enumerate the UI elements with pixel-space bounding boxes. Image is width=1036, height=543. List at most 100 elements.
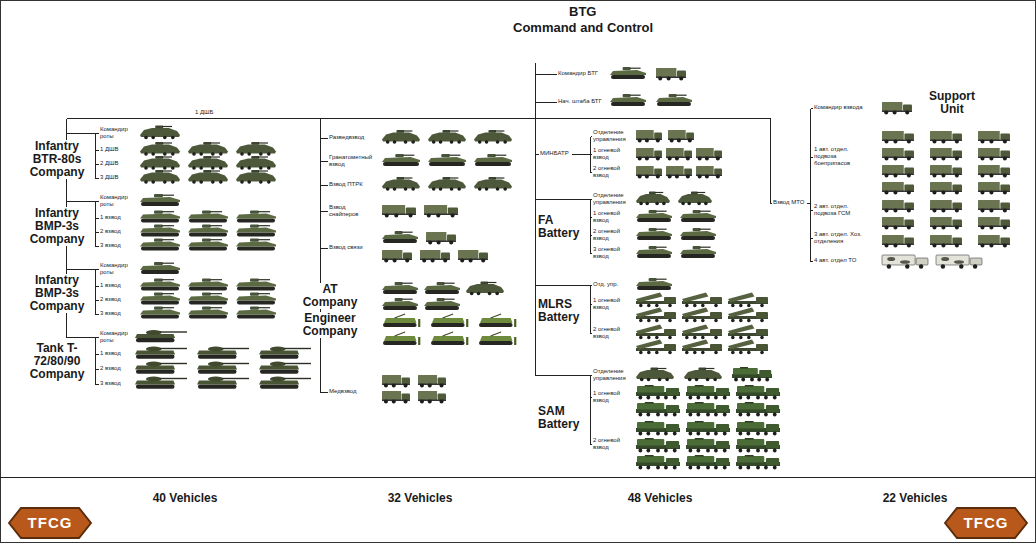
unit-label: 2 ДШВ: [100, 160, 119, 167]
unit-label: 3 авт. отдел. Хоз. отделения: [814, 231, 870, 245]
tree-line: [67, 269, 96, 270]
tree-line: [590, 286, 591, 334]
truck-icon: [882, 165, 914, 178]
tree-line: [591, 199, 592, 200]
truck-icon: [382, 205, 416, 218]
truck-icon: [656, 68, 686, 81]
tree-line: [321, 392, 328, 393]
tank-icon: [135, 377, 187, 389]
bmp-icon: [382, 282, 418, 294]
unit-label: Отделение управления: [593, 129, 633, 143]
truck-icon: [930, 148, 962, 161]
tree-line: [96, 384, 99, 385]
truck-icon: [882, 182, 914, 195]
unit-label: Нач. штаба БТГ: [558, 98, 602, 105]
bmp-icon: [188, 225, 228, 237]
truck-icon: [930, 217, 962, 230]
tree-line: [811, 157, 813, 158]
mlrs-icon: [682, 293, 722, 308]
unit-heading: MLRS Battery: [538, 298, 588, 324]
sam-icon: [736, 421, 780, 435]
tank-icon: [135, 362, 187, 374]
tree-line: [95, 270, 96, 315]
bmp-icon: [636, 278, 672, 290]
bmp-icon: [474, 154, 512, 166]
bmp-icon: [424, 282, 460, 294]
unit-heading: Infantry BMP-3s Company: [21, 207, 93, 246]
tree-line: [67, 118, 771, 119]
sam-icon: [636, 421, 680, 435]
tank-icon: [135, 347, 187, 359]
mlrs-icon: [682, 308, 722, 323]
btr-icon: [678, 192, 712, 206]
bmp-icon: [188, 293, 228, 305]
mlrs-icon: [728, 325, 768, 340]
tank-icon: [197, 362, 249, 374]
bmp-icon: [140, 194, 180, 206]
tree-line: [96, 133, 99, 134]
tank-icon: [259, 362, 311, 374]
truck-icon: [418, 375, 446, 388]
unit-label: Взвод снайперов: [329, 204, 375, 218]
bmp-icon: [188, 279, 228, 291]
bmp-icon: [188, 211, 228, 223]
tree-line: [591, 375, 592, 376]
logo-shape: [945, 508, 1027, 538]
unit-label: 1 огневой взвод: [593, 147, 633, 161]
vehicle-count: 32 Vehicles: [388, 491, 453, 505]
mlrs-icon: [682, 340, 722, 355]
vehicle-icons: [135, 67, 1010, 469]
sam-icon: [686, 421, 730, 435]
vehicle-count: 22 Vehicles: [883, 491, 948, 505]
logo-shape: [9, 508, 91, 538]
unit-label: 2 огневой взвод: [593, 228, 633, 242]
tree-line: [96, 286, 99, 287]
mlrs-icon: [728, 293, 768, 308]
tree-line: [96, 314, 99, 315]
mlrs-icon: [636, 308, 676, 323]
section-heading: BTG Command and Control: [513, 4, 658, 36]
tree-line: [321, 185, 328, 186]
tree-line: [591, 172, 592, 173]
eng-icon: [383, 314, 420, 327]
truck-icon: [382, 391, 410, 404]
tree-line: [590, 137, 591, 173]
unit-heading: Tank T-72/80/90 Company: [21, 342, 93, 381]
truck-icon: [420, 250, 450, 263]
bmp-icon: [236, 293, 276, 305]
mlrs-icon: [728, 308, 768, 323]
unit-label: 3 взвод: [100, 380, 121, 387]
truck-icon: [666, 166, 692, 179]
bmp-icon: [382, 298, 418, 310]
truck-icon: [978, 148, 1010, 161]
sam-icon: [736, 438, 780, 452]
truck-icon: [882, 102, 912, 115]
truck-icon: [696, 148, 722, 161]
bmp-icon: [610, 94, 646, 106]
bmp-icon: [424, 298, 460, 310]
tree-line: [536, 102, 557, 103]
truck-icon: [882, 235, 914, 248]
btr-icon: [474, 130, 512, 144]
btr-icon: [140, 156, 180, 170]
unit-label: Взвод ПТРК: [329, 181, 375, 188]
unit-label: 1 авт. отдел. подвоза боеприпасов: [814, 146, 870, 167]
bmp-icon: [140, 307, 180, 319]
unit-label: 2 взвод: [100, 365, 121, 372]
tfcg-logo: TFCG: [944, 507, 1028, 539]
bmp-icon: [188, 239, 228, 251]
bmp-icon: [680, 246, 716, 258]
unit-label: Командир роты: [100, 262, 132, 276]
bmp-icon: [656, 94, 692, 106]
tree-line: [591, 217, 592, 218]
truck-icon: [978, 165, 1010, 178]
sam-icon: [686, 455, 730, 469]
unit-label: Взвод связи: [329, 244, 375, 251]
truck-icon: [930, 131, 962, 144]
unit-label: 1 взвод: [100, 350, 121, 357]
bmp-icon: [680, 228, 716, 240]
unit-label: МИНБАТР: [540, 150, 569, 157]
truck-icon: [930, 235, 962, 248]
bmp-icon: [140, 211, 180, 223]
tree-line: [536, 375, 591, 376]
